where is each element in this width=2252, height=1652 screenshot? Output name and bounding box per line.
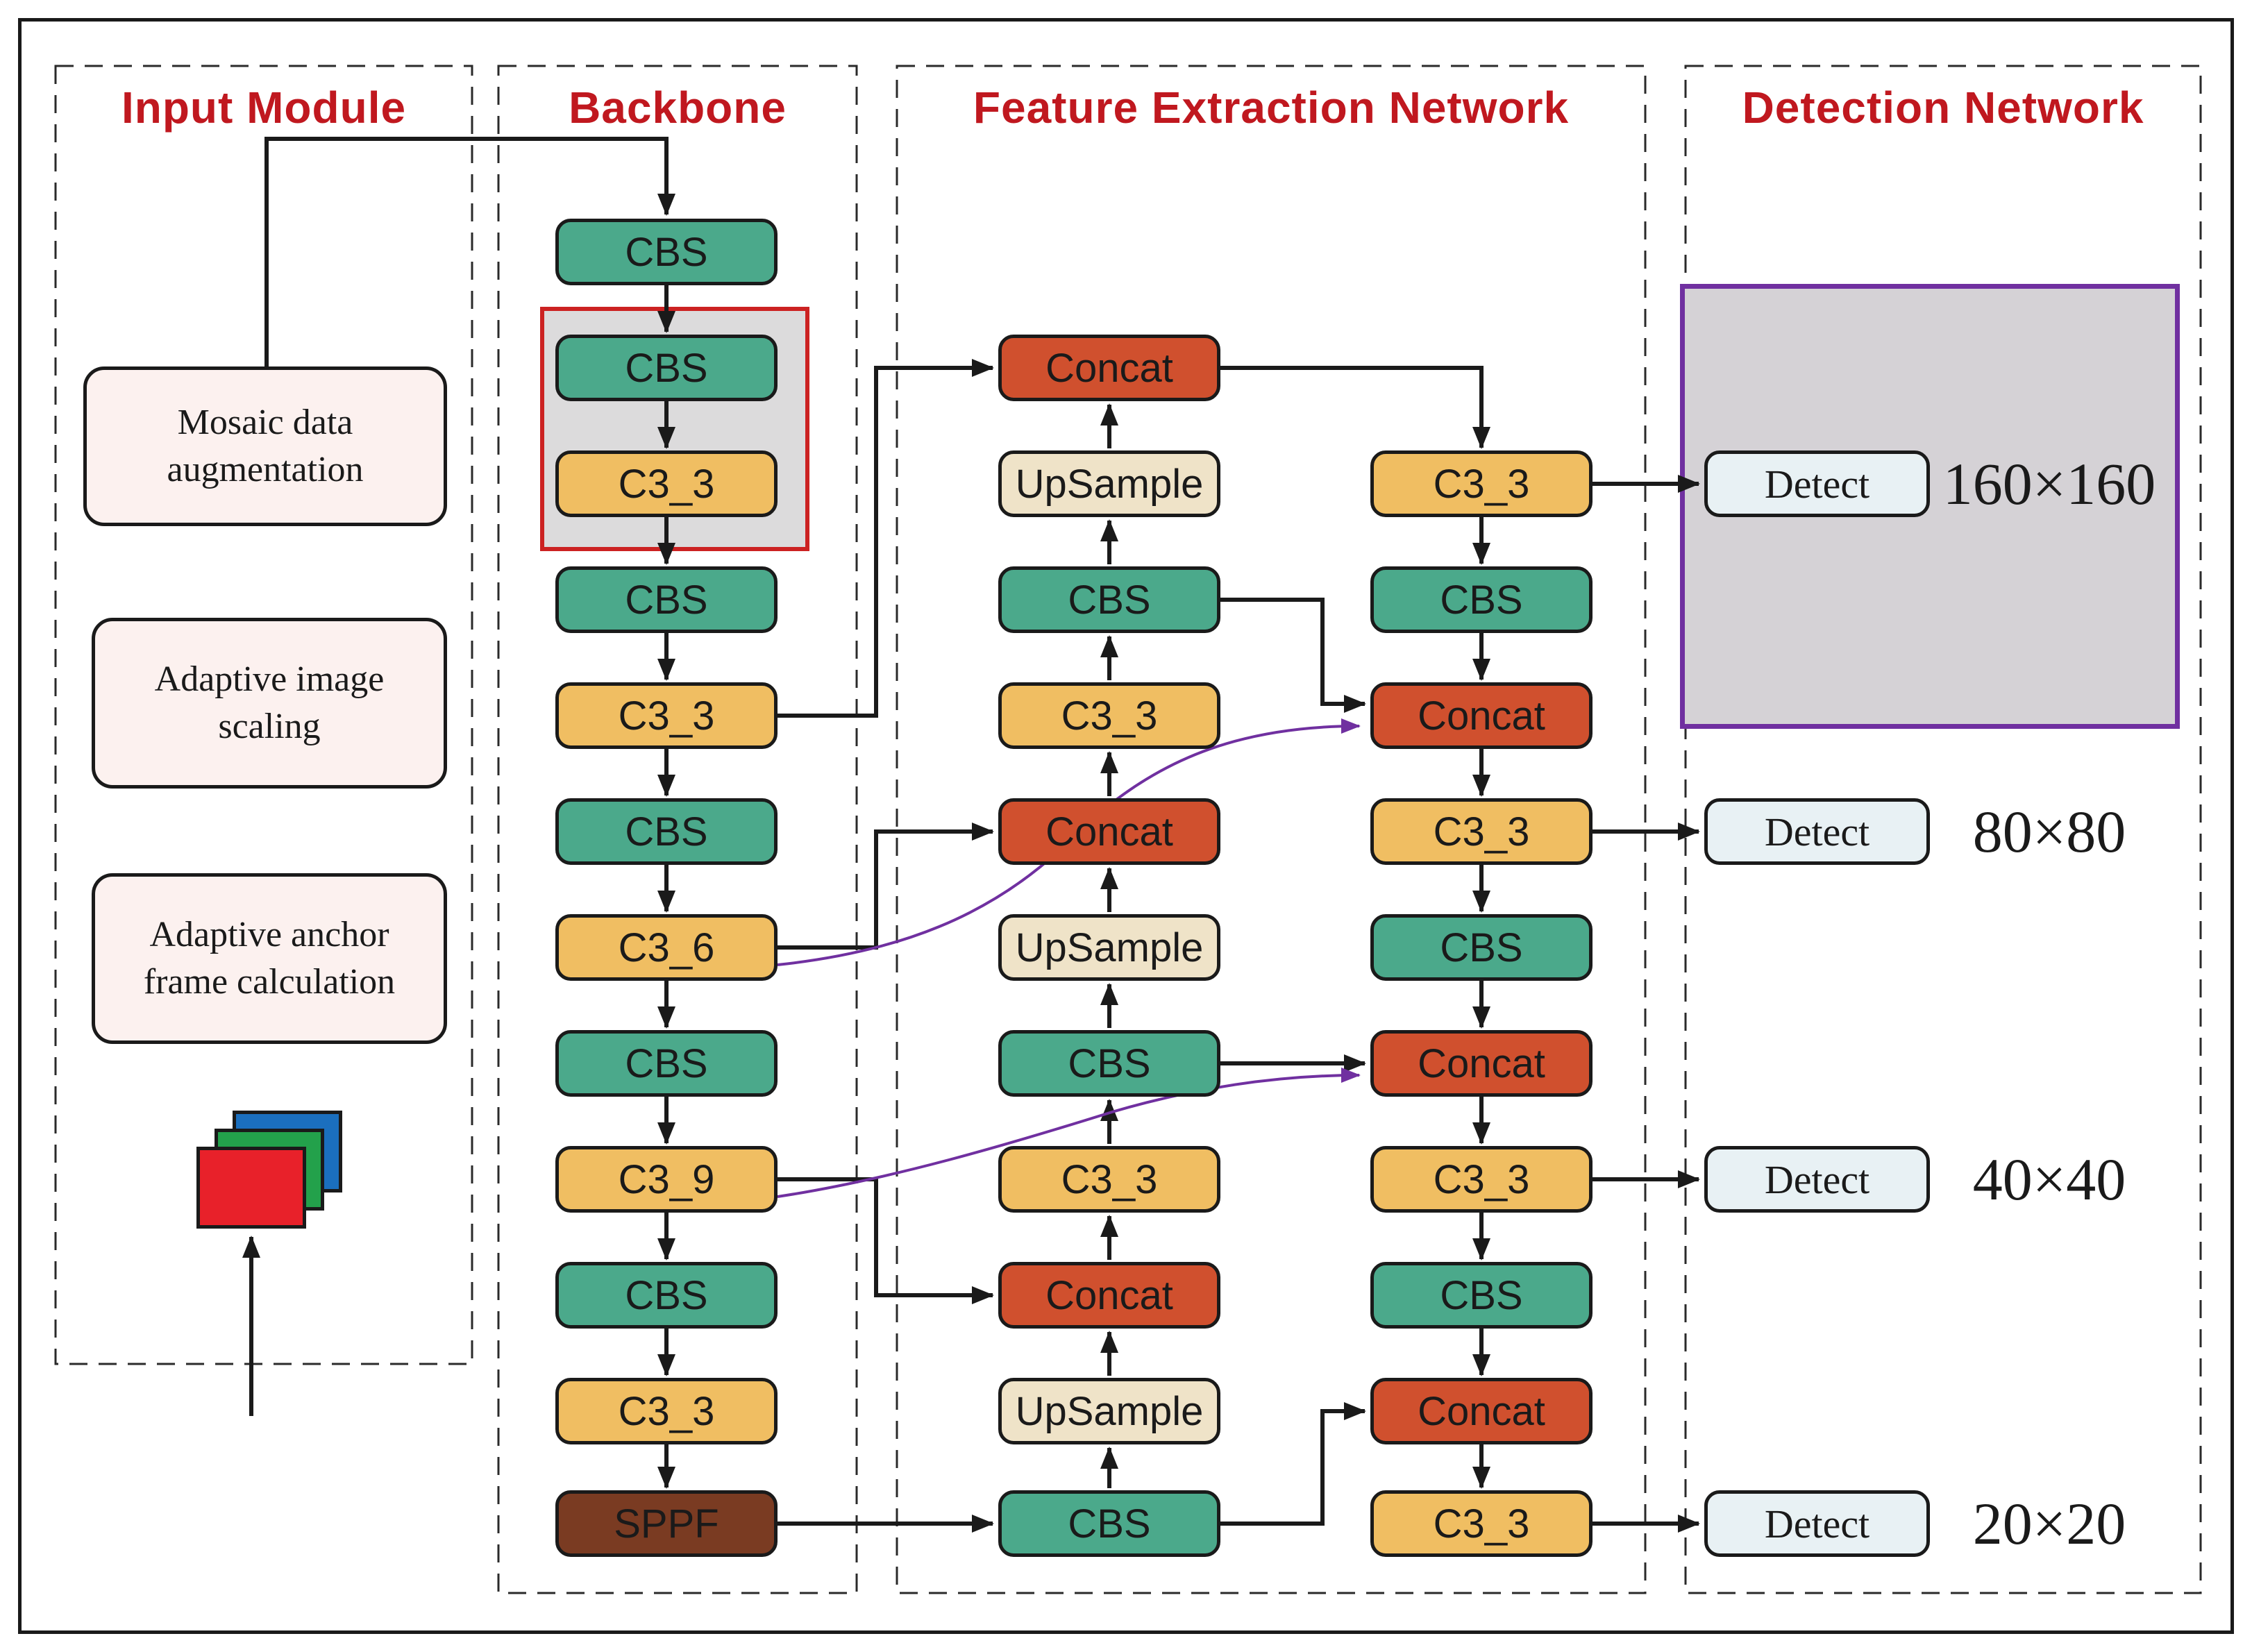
backbone-c33-1: C3_3 xyxy=(555,450,778,517)
scaling-line1: Adaptive image xyxy=(154,659,385,700)
mosaic-line2: augmentation xyxy=(167,450,364,489)
backbone-cbs-5: CBS xyxy=(555,1030,778,1097)
fen-td-upsample-2: UpSample xyxy=(998,914,1220,981)
backbone-c36: C3_6 xyxy=(555,914,778,981)
scale-label-20: 20×20 xyxy=(1972,1490,2126,1557)
adaptive-scaling-box: Adaptive image scaling xyxy=(92,618,447,789)
fen-td-cbs-2: CBS xyxy=(998,1030,1220,1097)
wire-c39-to-concat xyxy=(778,1177,994,1304)
detect-160-highlight-box xyxy=(1680,284,2180,729)
anchor-line2: frame calculation xyxy=(143,962,396,1002)
backbone-c33-2: C3_3 xyxy=(555,682,778,749)
wire-cbs-to-concat-p5 xyxy=(1220,1402,1366,1526)
scaling-line2: scaling xyxy=(218,707,321,746)
fen-bu-cbs-3: CBS xyxy=(1370,1262,1593,1329)
fen-bu-c33-2: C3_3 xyxy=(1370,798,1593,865)
fen-bu-cbs-2: CBS xyxy=(1370,914,1593,981)
fen-bu-concat-1: Concat xyxy=(1370,682,1593,749)
detect-box-20: Detect xyxy=(1704,1490,1930,1557)
input-module-frame xyxy=(54,65,473,1365)
backbone-cbs-2: CBS xyxy=(555,335,778,401)
fen-bu-cbs-1: CBS xyxy=(1370,566,1593,633)
image-layer-red xyxy=(196,1147,306,1229)
scale-label-80: 80×80 xyxy=(1972,798,2126,865)
backbone-frame xyxy=(497,65,858,1594)
wire-cbs-to-concat-p3 xyxy=(1220,598,1366,713)
fen-td-c33-1: C3_3 xyxy=(998,682,1220,749)
backbone-c33-3: C3_3 xyxy=(555,1378,778,1444)
fen-title: Feature Extraction Network xyxy=(973,83,1570,133)
fen-td-cbs-1: CBS xyxy=(998,566,1220,633)
fen-bu-c33-4: C3_3 xyxy=(1370,1490,1593,1557)
outer-border xyxy=(18,18,2234,1634)
scale-label-160: 160×160 xyxy=(1942,450,2156,517)
backbone-c39: C3_9 xyxy=(555,1146,778,1213)
backbone-title: Backbone xyxy=(569,83,787,133)
scale-label-40: 40×40 xyxy=(1972,1146,2126,1213)
backbone-cbs-3: CBS xyxy=(555,566,778,633)
wire-c33-to-concat xyxy=(778,359,994,718)
wire-input-to-backbone xyxy=(264,137,675,366)
anchor-line1: Adaptive anchor xyxy=(149,915,389,955)
mosaic-line1: Mosaic data xyxy=(177,403,353,443)
backbone-sppf: SPPF xyxy=(555,1490,778,1557)
detect-box-40: Detect xyxy=(1704,1146,1930,1213)
fen-td-upsample-1: UpSample xyxy=(998,450,1220,517)
input-module-title: Input Module xyxy=(121,83,407,133)
fen-td-concat-3: Concat xyxy=(998,1262,1220,1329)
fen-td-concat-1: Concat xyxy=(998,335,1220,401)
mosaic-augmentation-box: Mosaic data augmentation xyxy=(83,366,447,526)
fen-bu-c33-1: C3_3 xyxy=(1370,450,1593,517)
wire-concat-to-c33-head xyxy=(1220,366,1490,449)
fen-bu-c33-3: C3_3 xyxy=(1370,1146,1593,1213)
adaptive-anchor-box: Adaptive anchor frame calculation xyxy=(92,873,447,1044)
detection-title: Detection Network xyxy=(1742,83,2144,133)
fen-bu-concat-3: Concat xyxy=(1370,1378,1593,1444)
fen-bu-concat-2: Concat xyxy=(1370,1030,1593,1097)
backbone-cbs-1: CBS xyxy=(555,219,778,285)
detect-box-80: Detect xyxy=(1704,798,1930,865)
wire-c36-to-concat xyxy=(778,823,994,950)
detect-box-160: Detect xyxy=(1704,450,1930,517)
fen-td-c33-2: C3_3 xyxy=(998,1146,1220,1213)
backbone-cbs-6: CBS xyxy=(555,1262,778,1329)
skip-c39-to-concat xyxy=(777,1068,1361,1198)
fen-td-upsample-3: UpSample xyxy=(998,1378,1220,1444)
fen-td-concat-2: Concat xyxy=(998,798,1220,865)
backbone-cbs-4: CBS xyxy=(555,798,778,865)
fen-td-cbs-3: CBS xyxy=(998,1490,1220,1557)
